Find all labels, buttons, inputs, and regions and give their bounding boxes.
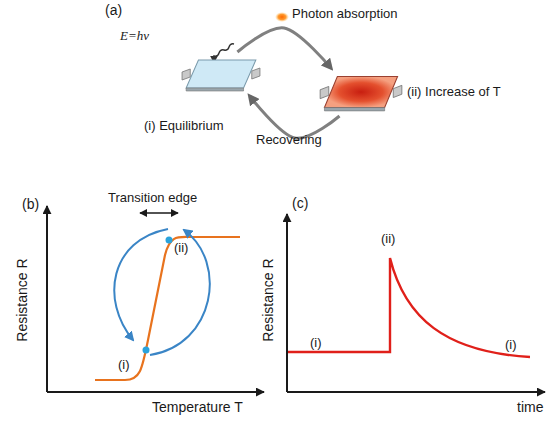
state-label: (ii) Increase of T — [407, 84, 501, 99]
y-axis — [286, 214, 288, 392]
panel-label: (ii) — [174, 240, 188, 255]
arrow-label: Recovering — [256, 132, 322, 147]
arrow-label: Photon absorption — [292, 6, 398, 21]
photon-wave — [214, 44, 234, 62]
panel-label: (a) — [105, 3, 122, 18]
panel-label: (i) — [505, 337, 517, 352]
resistance-pulse — [288, 258, 530, 357]
state-dot — [143, 347, 150, 354]
heating-arrow — [150, 230, 210, 355]
axis-title: Resistance R — [15, 258, 30, 341]
edge-width-arrow — [140, 212, 178, 213]
x-axis — [47, 391, 264, 393]
sensor-chip: (ii) Increase of T — [318, 72, 404, 112]
panel-label: Temperature T — [152, 400, 243, 415]
panel-label: (c) — [292, 196, 308, 211]
panel-label: (ii) — [381, 231, 395, 246]
y-axis — [46, 206, 48, 392]
state-label: (i) Equilibrium — [144, 118, 223, 133]
cooling-arrow — [114, 229, 168, 340]
x-axis — [287, 391, 545, 393]
panel-label: (i) — [118, 357, 130, 372]
panel-label: E=hν — [120, 28, 149, 43]
chip-drawing — [318, 72, 404, 112]
chip-drawing — [180, 56, 262, 92]
photon — [275, 12, 289, 22]
panel-label: Transition edge — [108, 190, 197, 205]
sensor-chip: (i) Equilibrium — [180, 56, 262, 92]
panel-label: time — [517, 400, 543, 415]
panel-label: (i) — [310, 335, 322, 350]
panel-label: (b) — [22, 197, 39, 212]
state-dot — [166, 237, 173, 244]
axis-title: Resistance R — [261, 258, 276, 341]
